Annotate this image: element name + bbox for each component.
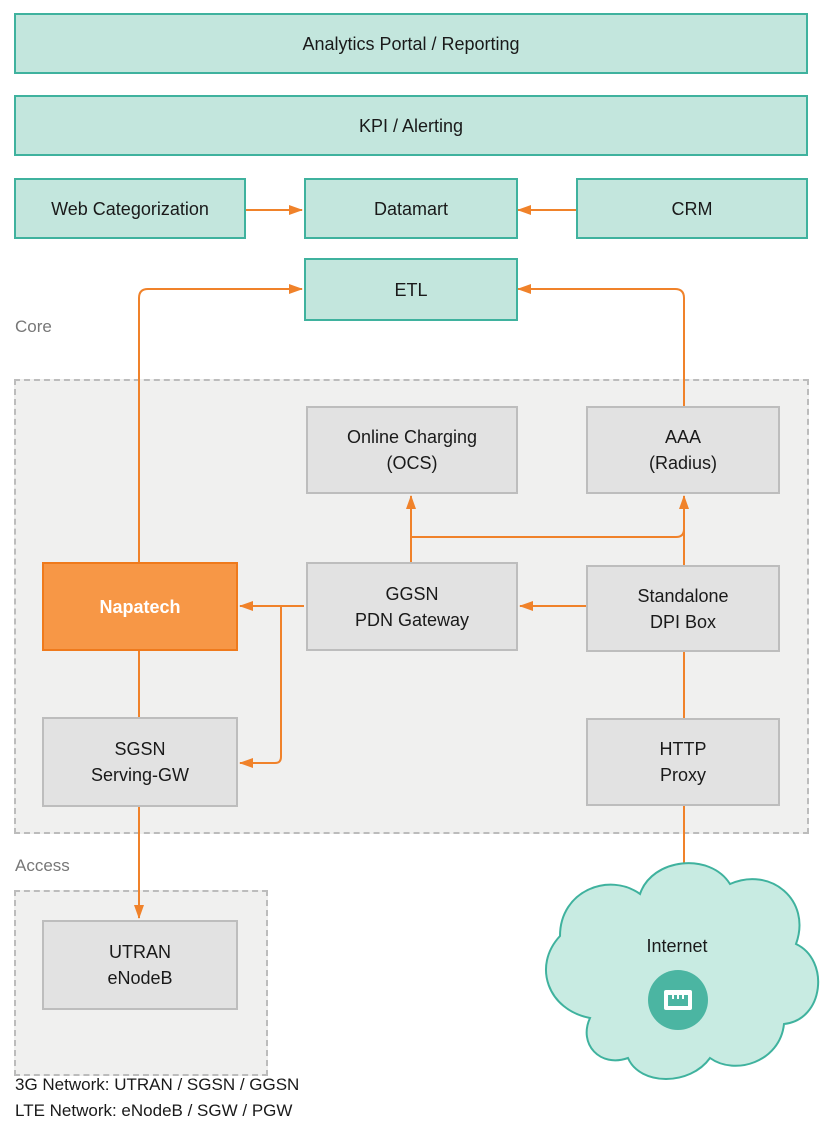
aaa-box: AAA (Radius) <box>586 406 780 494</box>
note-3g: 3G Network: UTRAN / SGSN / GGSN <box>15 1075 300 1094</box>
arrow-aaa-etl <box>517 284 685 406</box>
core-label: Core <box>15 317 52 336</box>
aaa-line-1: AAA <box>664 427 702 447</box>
ggsn-box: GGSN PDN Gateway <box>306 562 518 651</box>
access-label: Access <box>15 856 70 875</box>
proxy-line-2: Proxy <box>659 765 706 785</box>
napatech-box: Napatech <box>42 562 238 651</box>
note-lte: LTE Network: eNodeB / SGW / PGW <box>15 1101 293 1120</box>
arrow-napatech-etl <box>138 284 303 562</box>
analytics-portal-box: Analytics Portal / Reporting <box>14 13 808 74</box>
web-categorization-box: Web Categorization <box>14 178 246 239</box>
internet-label: Internet <box>646 936 708 956</box>
datamart-box: Datamart <box>304 178 518 239</box>
sgsn-line-1: SGSN <box>114 739 166 759</box>
crm-box: CRM <box>576 178 808 239</box>
proxy-line-1: HTTP <box>659 739 707 759</box>
ethernet-port-icon <box>648 970 708 1030</box>
etl-box: ETL <box>304 258 518 321</box>
utran-box: UTRAN eNodeB <box>42 920 238 1010</box>
aaa-line-2: (Radius) <box>648 453 718 473</box>
dpi-line-1: Standalone <box>637 585 729 606</box>
utran-line-1: UTRAN <box>109 942 171 962</box>
arrow-ggsn-aaa <box>411 495 689 538</box>
sgsn-line-2: Serving-GW <box>90 765 189 785</box>
ggsn-line-1: GGSN <box>385 583 439 604</box>
kpi-alerting-box: KPI / Alerting <box>14 95 808 156</box>
ocs-line-2: (OCS) <box>386 453 438 473</box>
http-proxy-box: HTTP Proxy <box>586 718 780 806</box>
sgsn-box: SGSN Serving-GW <box>42 717 238 807</box>
dpi-line-2: DPI Box <box>649 611 717 632</box>
arrow-ggsn-sgsn <box>239 606 282 768</box>
network-notes: 3G Network: UTRAN / SGSN / GGSN LTE Netw… <box>15 1072 299 1124</box>
utran-line-2: eNodeB <box>107 968 173 988</box>
ocs-box: Online Charging (OCS) <box>306 406 518 494</box>
ggsn-line-2: PDN Gateway <box>354 609 470 630</box>
ocs-line-1: Online Charging <box>346 427 478 447</box>
